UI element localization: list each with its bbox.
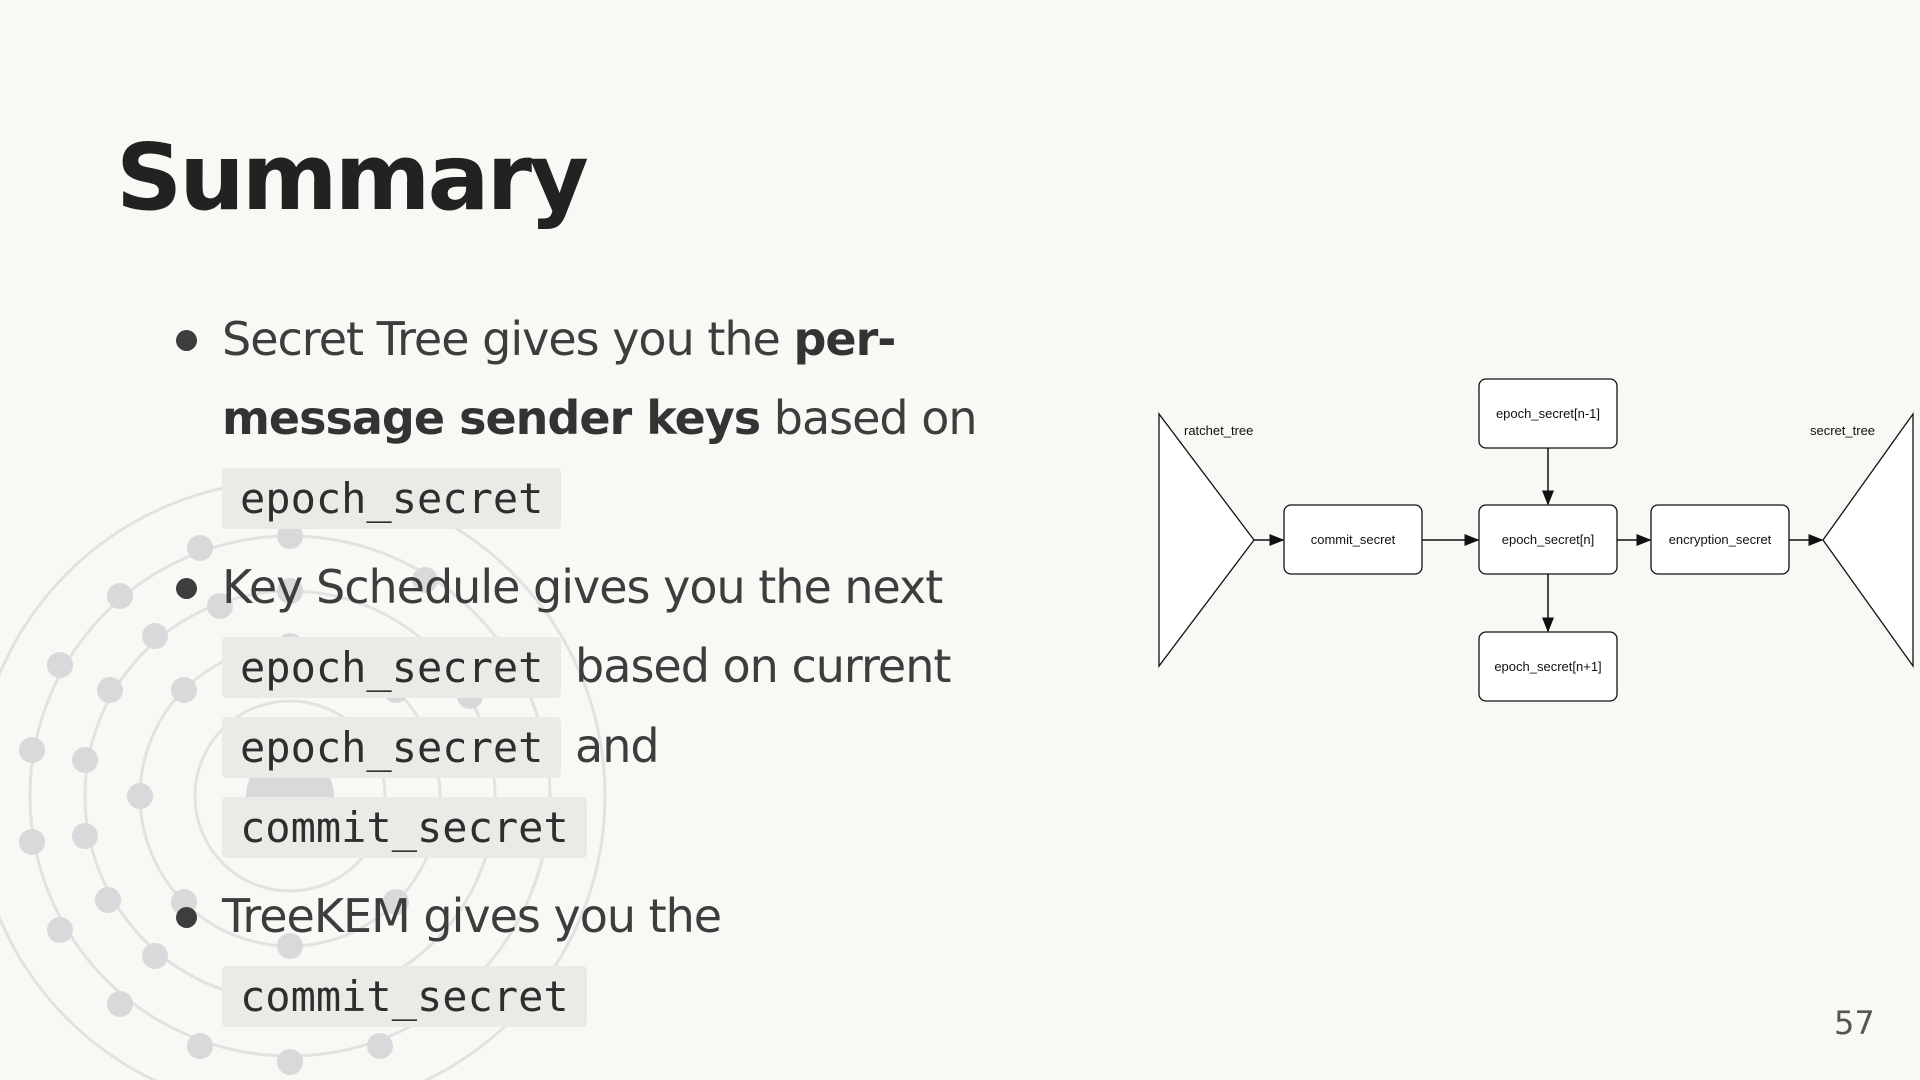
bullet-text: based on bbox=[760, 391, 978, 445]
bullet-dot-icon bbox=[176, 907, 197, 928]
diagram-canvas: ratchet_tree secret_tree commit_secret e… bbox=[1158, 378, 1914, 702]
bullet-text: Secret Tree gives you the bbox=[222, 312, 794, 366]
summary-bullet-list: Secret Tree gives you the per-message se… bbox=[176, 300, 1016, 1046]
inline-code: commit_secret bbox=[222, 966, 587, 1027]
key-schedule-diagram: ratchet_tree secret_tree commit_secret e… bbox=[1150, 370, 1920, 710]
secret-tree-triangle bbox=[1822, 411, 1914, 669]
bullet-treekem: TreeKEM gives you the commit_secret bbox=[176, 877, 1016, 1036]
bullet-dot-icon bbox=[176, 330, 197, 351]
bullet-text: Key Schedule gives you the next bbox=[222, 560, 943, 614]
epoch-secret-prev-label: epoch_secret[n-1] bbox=[1496, 406, 1600, 421]
encryption-secret-label: encryption_secret bbox=[1669, 532, 1772, 547]
bullet-key-schedule: Key Schedule gives you the next epoch_se… bbox=[176, 548, 1016, 867]
slide-title: Summary bbox=[116, 124, 589, 231]
inline-code: commit_secret bbox=[222, 797, 587, 858]
secret-tree-label: secret_tree bbox=[1810, 423, 1875, 438]
inline-code: epoch_secret bbox=[222, 468, 562, 529]
ratchet-tree-label: ratchet_tree bbox=[1184, 423, 1253, 438]
bullet-secret-tree: Secret Tree gives you the per-message se… bbox=[176, 300, 1016, 538]
epoch-secret-current-label: epoch_secret[n] bbox=[1502, 532, 1595, 547]
epoch-secret-next-label: epoch_secret[n+1] bbox=[1494, 659, 1601, 674]
bullet-bold-text: per-message sender keys bbox=[222, 312, 896, 445]
bullet-text: and bbox=[561, 719, 660, 773]
bullet-dot-icon bbox=[176, 578, 197, 599]
inline-code: epoch_secret bbox=[222, 717, 562, 778]
ratchet-tree-triangle bbox=[1158, 412, 1255, 668]
commit-secret-label: commit_secret bbox=[1311, 532, 1396, 547]
bullet-text: based on current bbox=[561, 639, 951, 693]
page-number: 57 bbox=[1834, 1004, 1875, 1042]
bullet-text: TreeKEM gives you the bbox=[222, 889, 722, 943]
inline-code: epoch_secret bbox=[222, 637, 562, 698]
